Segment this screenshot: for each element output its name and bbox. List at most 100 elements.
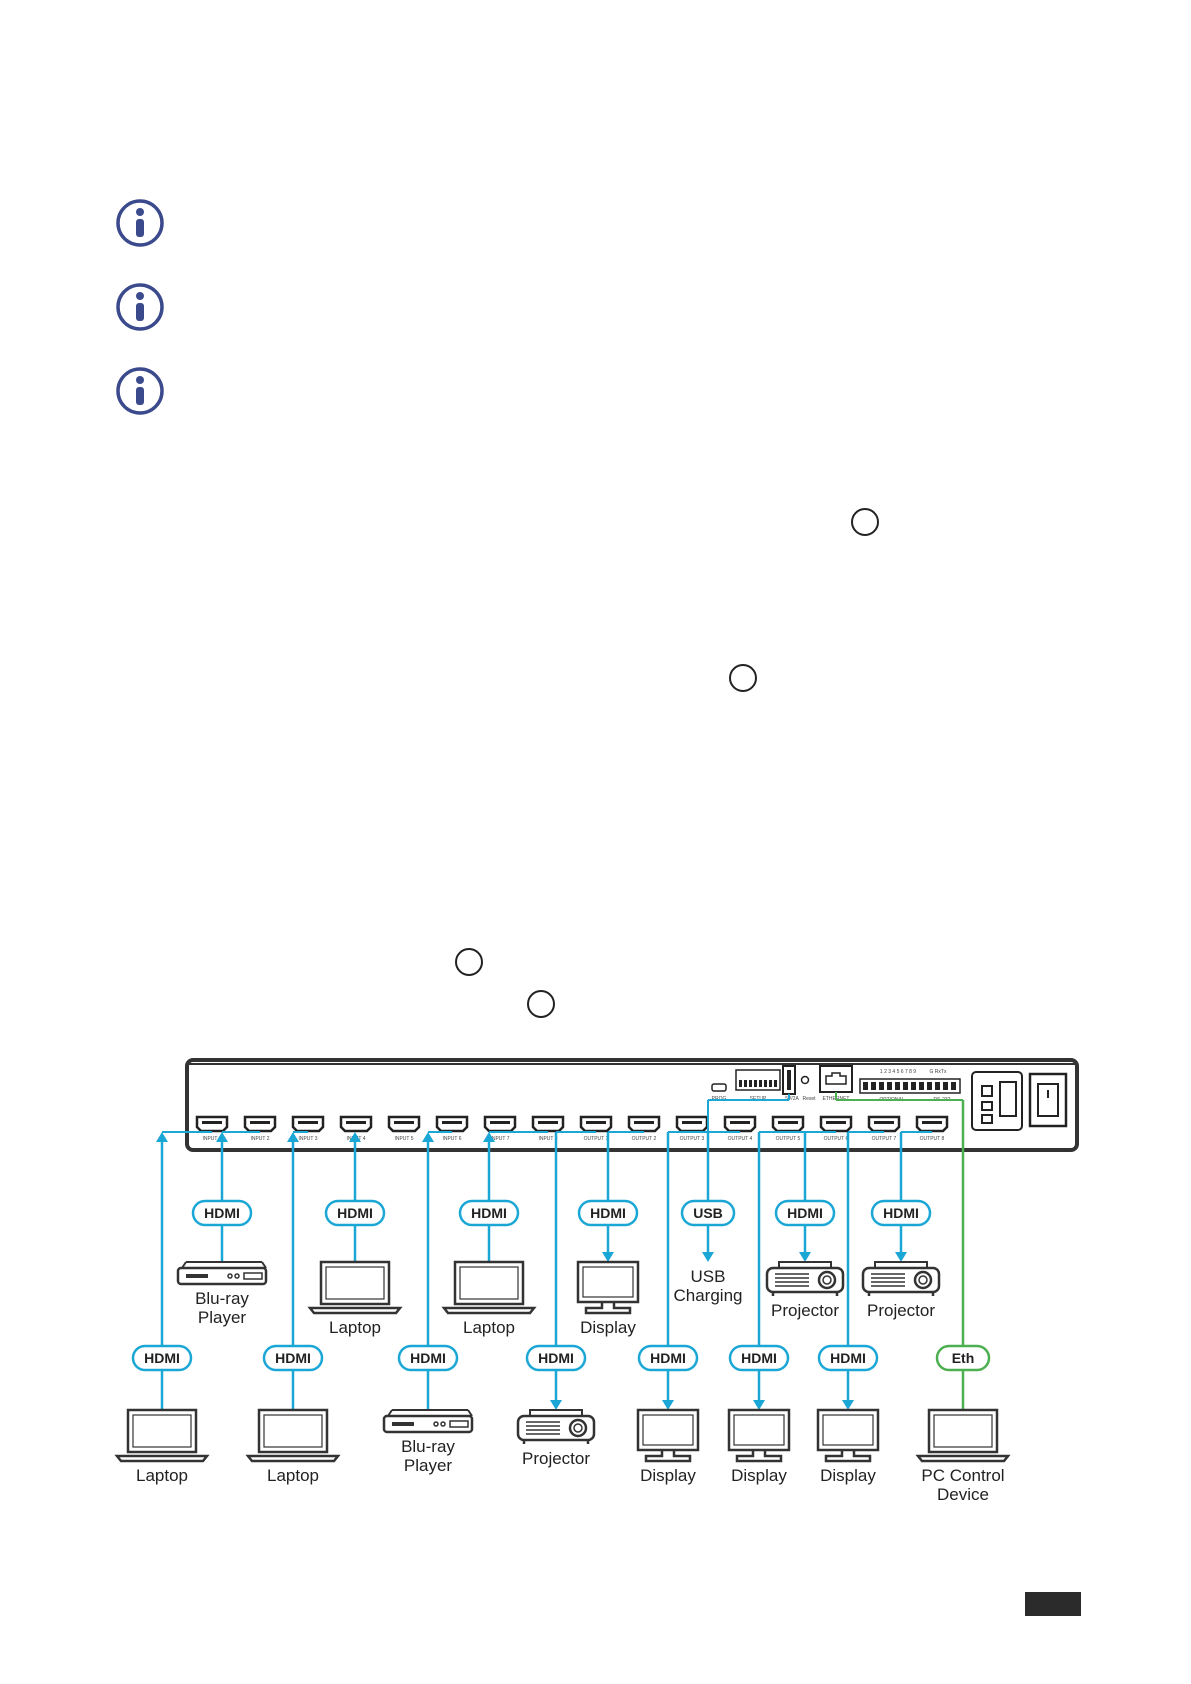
- laptop-base: [245, 1454, 341, 1463]
- ethernet-socket: [825, 1072, 847, 1085]
- hdmi-port-contacts: [778, 1121, 798, 1124]
- terminal-screw: [951, 1082, 956, 1090]
- port-label: OUTPUT 6: [824, 1136, 849, 1142]
- device-label: Laptop: [463, 1318, 515, 1337]
- bluray-display: [449, 1420, 469, 1428]
- power-section: [971, 1071, 1068, 1131]
- cable-label: HDMI: [590, 1205, 626, 1221]
- cable-label-pill: [262, 1344, 324, 1372]
- port-label: INPUT 8: [538, 1136, 557, 1142]
- arrow-down-icon: [662, 1400, 674, 1410]
- terminal-screw: [903, 1082, 908, 1090]
- info-icon: [116, 199, 164, 247]
- terminal-screw: [879, 1082, 884, 1090]
- terminal-screw: [863, 1082, 868, 1090]
- cable-label-pill: [728, 1344, 790, 1372]
- usb-port-tongue: [787, 1070, 791, 1090]
- dip-toggle: [769, 1080, 772, 1087]
- port-label: OUTPUT 2: [632, 1136, 657, 1142]
- step-marker: [527, 990, 555, 1018]
- cable-label-pill: [191, 1199, 253, 1227]
- device-label: Blu-ray: [195, 1289, 249, 1308]
- hdmi-port-contacts: [730, 1121, 750, 1124]
- device-label: Device: [937, 1485, 989, 1504]
- laptop-screen-inner: [933, 1414, 993, 1448]
- power-fuse: [999, 1081, 1017, 1117]
- bluray-body: [382, 1414, 474, 1434]
- terminal-screw: [927, 1082, 932, 1090]
- display-stand: [735, 1450, 783, 1463]
- info-icon: [116, 367, 164, 415]
- arrow-up-icon: [287, 1132, 299, 1142]
- hdmi-port-contacts: [586, 1121, 606, 1124]
- info-note-2: [115, 282, 165, 332]
- port-label: INPUT 6: [442, 1136, 461, 1142]
- step-marker: [851, 508, 879, 536]
- cable-label: HDMI: [144, 1350, 180, 1366]
- laptop-screen-inner: [325, 1266, 385, 1300]
- bluray-button: [227, 1273, 233, 1279]
- terminal-screw: [943, 1082, 948, 1090]
- hdmi-port-contacts: [490, 1121, 510, 1124]
- hdmi-port-contacts: [346, 1121, 366, 1124]
- cable-label-pill: [637, 1344, 699, 1372]
- cable-label: HDMI: [787, 1205, 823, 1221]
- device-label: Blu-ray: [401, 1437, 455, 1456]
- port-label: OUTPUT 7: [872, 1136, 897, 1142]
- device-label: Display: [731, 1466, 787, 1485]
- arrow-down-icon: [842, 1400, 854, 1410]
- dip-toggle: [754, 1080, 757, 1087]
- gnd-rx-tx-label: G RxTx: [930, 1069, 947, 1075]
- device-label: Projector: [867, 1301, 935, 1320]
- cable-label-pill: [680, 1199, 736, 1227]
- terminal-screw: [871, 1082, 876, 1090]
- laptop-screen-inner: [132, 1414, 192, 1448]
- bluray-button: [440, 1421, 446, 1427]
- cable-label-pill: [324, 1199, 386, 1227]
- laptop-base: [441, 1306, 537, 1315]
- port-label: INPUT 3: [298, 1136, 317, 1142]
- hdmi-port: INPUT 3: [291, 1115, 325, 1142]
- display-stand: [584, 1302, 632, 1315]
- arrow-up-icon: [216, 1132, 228, 1142]
- display-screen-inner: [582, 1266, 634, 1298]
- cable-label: HDMI: [275, 1350, 311, 1366]
- display-screen-inner: [642, 1414, 694, 1446]
- arrow-up-icon: [156, 1132, 168, 1142]
- step-marker: [455, 948, 483, 976]
- projector-lens-inner: [822, 1275, 832, 1285]
- device-label: Display: [820, 1466, 876, 1485]
- display-screen-inner: [733, 1414, 785, 1446]
- bluray-top-edge: [387, 1409, 393, 1417]
- hdmi-port: OUTPUT 3: [675, 1115, 709, 1142]
- device-label: Projector: [522, 1449, 590, 1468]
- hdmi-port: OUTPUT 5: [771, 1115, 805, 1142]
- terminal-screw: [895, 1082, 900, 1090]
- cable-label-pill: [935, 1344, 991, 1372]
- device-label: Player: [404, 1456, 453, 1475]
- terminal-numbers: 1 2 3 4 5 6 7 8 9: [880, 1069, 916, 1075]
- dip-toggle: [764, 1080, 767, 1087]
- dip-toggle: [774, 1080, 777, 1087]
- port-label: INPUT 5: [394, 1136, 413, 1142]
- port-label: INPUT 1: [202, 1136, 221, 1142]
- hdmi-port-contacts: [250, 1121, 270, 1124]
- prog-port-shell: [711, 1083, 727, 1092]
- projector-lens-inner: [918, 1275, 928, 1285]
- port-label: OUTPUT 4: [728, 1136, 753, 1142]
- bluray-disc-slot: [186, 1274, 208, 1278]
- terminal-block: 1 2 3 4 5 6 7 8 9G RxTxOPTIONALRS-232: [859, 1069, 961, 1103]
- cable-label-pill: [131, 1344, 193, 1372]
- hdmi-port: INPUT 2: [243, 1115, 277, 1142]
- arrow-up-icon: [483, 1132, 495, 1142]
- arrow-down-icon: [602, 1252, 614, 1262]
- port-label: OUTPUT 5: [776, 1136, 801, 1142]
